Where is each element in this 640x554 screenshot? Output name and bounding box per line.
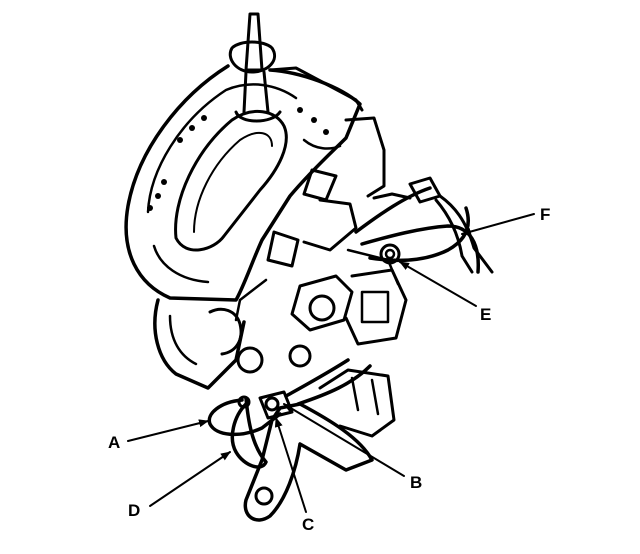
shifter-illustration: [124, 12, 494, 522]
callout-label-e: E: [480, 305, 491, 324]
mounting-bracket: [153, 298, 396, 522]
callout-arrow-c: [274, 417, 307, 513]
callout-label-a: A: [108, 433, 120, 452]
callout-label-c: C: [302, 515, 314, 534]
callout-label-d: D: [128, 501, 140, 520]
callout-label-f: F: [540, 205, 550, 224]
callout-arrow-e: [399, 261, 477, 307]
callout-arrow-a: [127, 419, 209, 442]
housing-ribs: [147, 107, 329, 211]
wire-harness-lower: [207, 358, 372, 469]
shift-mechanism: [234, 168, 408, 346]
callout-arrow-b: [283, 403, 405, 477]
shift-lever: [228, 12, 282, 123]
callout-arrows: [127, 213, 535, 513]
callout-label-b: B: [410, 473, 422, 492]
shifter-housing: [124, 64, 386, 302]
callout-arrow-f: [461, 213, 535, 236]
wire-harness-upper: [354, 176, 494, 274]
callout-labels: A B C D E F: [108, 205, 550, 534]
callout-arrow-d: [149, 451, 231, 507]
